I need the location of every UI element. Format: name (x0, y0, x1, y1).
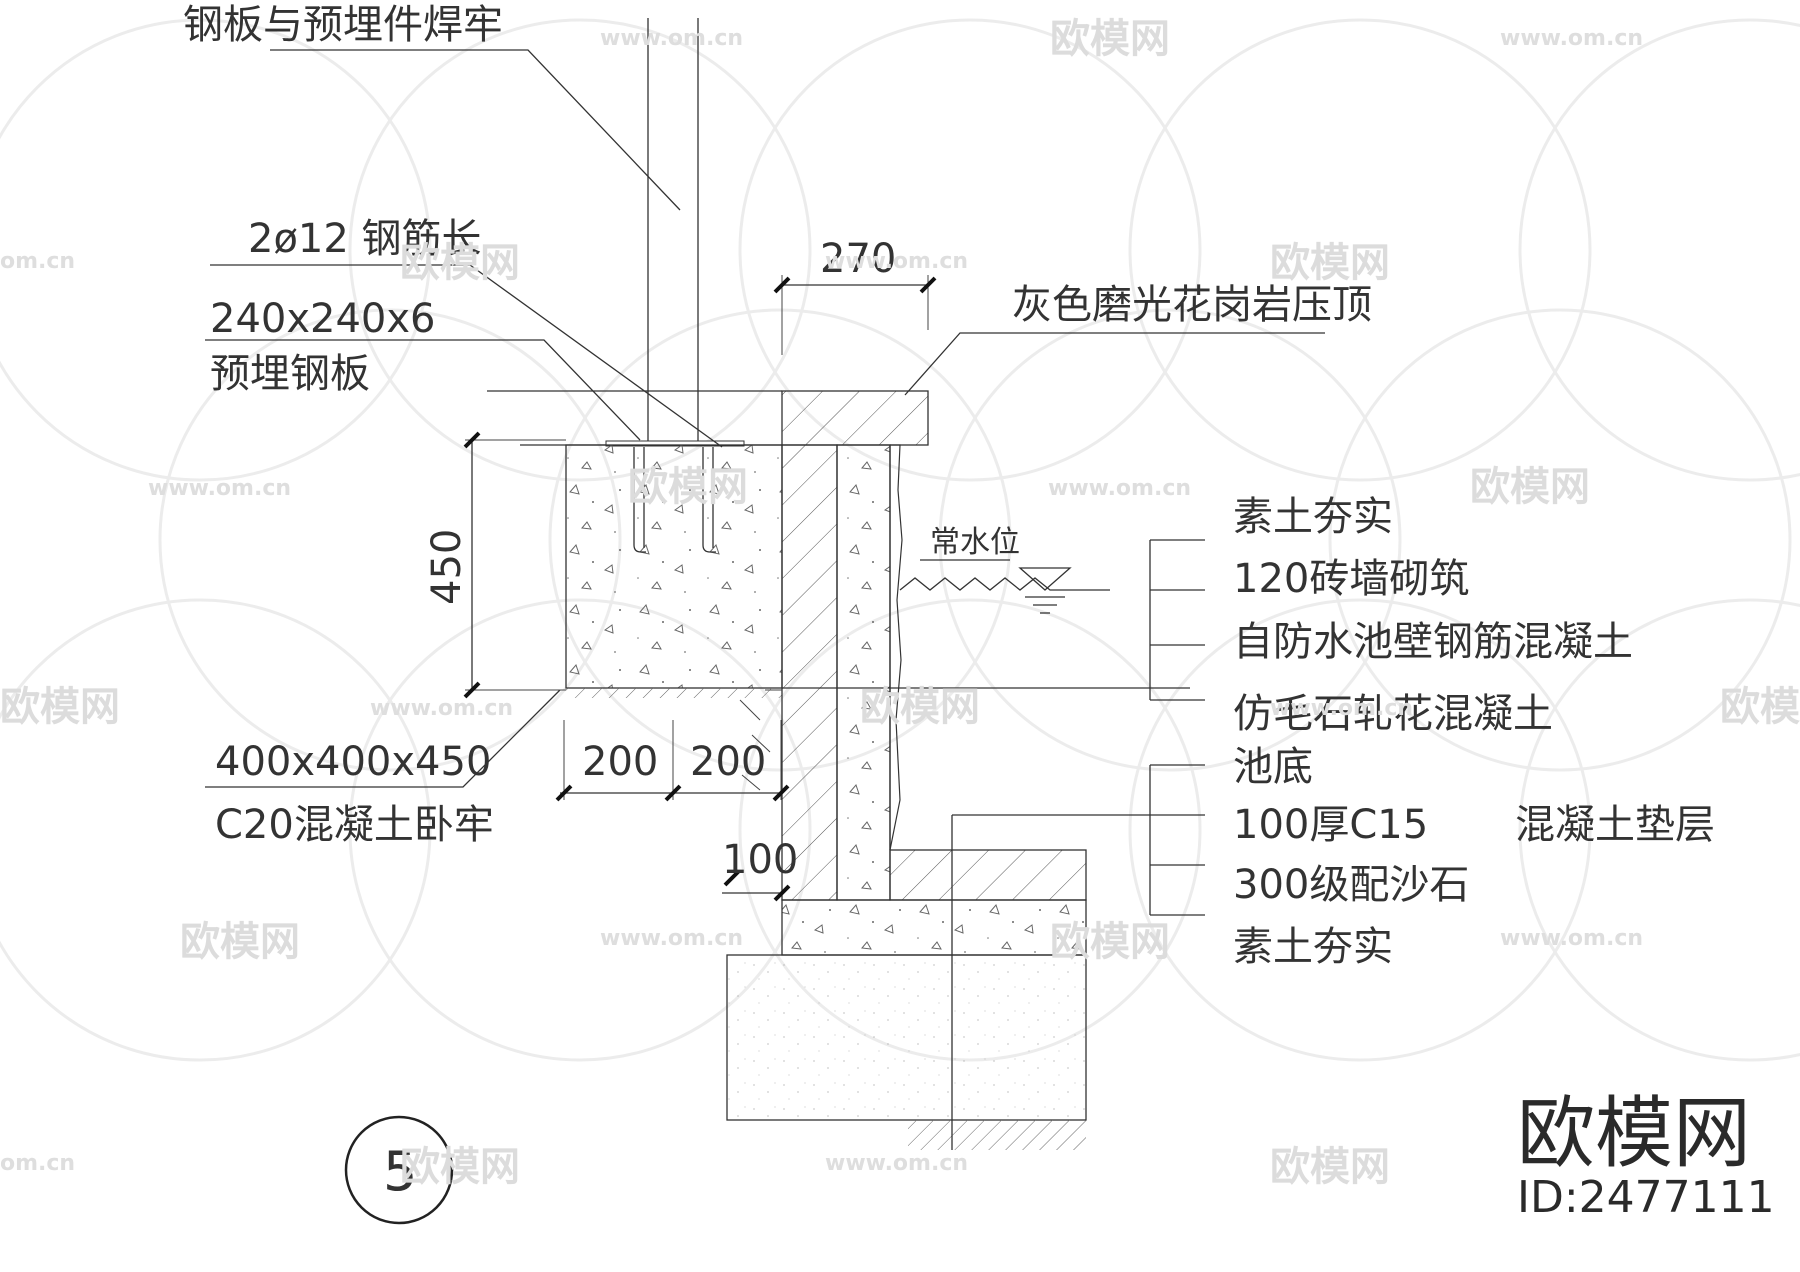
detail-number: 5 (383, 1140, 417, 1203)
dimension-lines (463, 275, 937, 902)
watermark-brand: 欧模网 (0, 684, 120, 730)
labels: 钢板与预埋件焊牢 2ø12 钢筋长 240x240x6 预埋钢板 灰色磨光花岗岩… (183, 2, 1715, 1203)
label-pool-bottom: 池底 (1233, 744, 1313, 790)
watermark-url: www.om.cn (600, 26, 743, 51)
c15-cushion (781, 899, 1087, 956)
watermark-brand: 欧模网 (1050, 16, 1170, 62)
rc-wall (836, 444, 891, 901)
label-wall-layer-4: 仿毛石轧花混凝土 (1233, 691, 1553, 737)
label-soil: 素土夯实 (1233, 924, 1393, 970)
dim-270: 270 (820, 236, 896, 282)
dim-200-left: 200 (582, 739, 658, 785)
watermark-texts: 欧模网 欧模网 欧模网 欧模网 欧模网 欧模网 欧模网 欧模网 欧模网 欧模网 … (0, 16, 1800, 1190)
watermark-url: www.om.cn (370, 696, 513, 721)
watermark-brand: 欧模网 (1270, 240, 1390, 286)
dim-100: 100 (722, 837, 798, 883)
dim-450: 450 (424, 529, 470, 605)
watermark-brand: 欧模网 (1270, 1144, 1390, 1190)
brand-corner: 欧模网 ID:2477111 (1517, 1089, 1775, 1223)
graded-gravel (726, 954, 1087, 1121)
watermark-url: www.om.cn (1500, 26, 1643, 51)
detail-circle (344, 1115, 454, 1225)
watermark-brand: 欧模网 (628, 464, 748, 510)
label-cushion-suffix: 混凝土垫层 (1515, 802, 1715, 848)
label-granite-coping: 灰色磨光花岗岩压顶 (1012, 282, 1372, 328)
rebar-hook-right (702, 447, 716, 553)
label-wall-layer-3: 自防水池壁钢筋混凝土 (1233, 619, 1633, 665)
brick-wall (781, 444, 838, 901)
label-plate-size: 240x240x6 (210, 296, 436, 342)
label-wall-layer-1: 素土夯实 (1233, 494, 1393, 540)
label-footing-name: C20混凝土卧牢 (215, 802, 494, 848)
watermark-brand: 欧模网 (180, 919, 300, 965)
label-plate-name: 预埋钢板 (210, 351, 370, 397)
label-wall-layer-2: 120砖墙砌筑 (1233, 556, 1469, 602)
watermark-url: www.om.cn (825, 249, 968, 274)
label-footing-size: 400x400x450 (215, 739, 491, 785)
label-cushion: 100厚C15 (1233, 802, 1428, 848)
rough-finish (889, 444, 903, 851)
structure (205, 18, 1325, 1225)
granite-coping (781, 390, 929, 446)
soil-hatch (908, 1120, 1086, 1150)
watermark-brand: 欧模网 (1470, 464, 1590, 510)
label-plate-weld: 钢板与预埋件焊牢 (183, 2, 503, 48)
pool-base-slab (889, 849, 1087, 901)
watermark-url-fragment: om.cn (0, 1151, 75, 1176)
watermark-brand: 欧模网 (1720, 684, 1800, 730)
watermark-url: www.om.cn (600, 926, 743, 951)
water-level-symbol (899, 559, 1110, 614)
label-gravel: 300级配沙石 (1233, 862, 1469, 908)
rebar-hook-left (633, 447, 646, 553)
dim-200-right: 200 (690, 739, 766, 785)
watermark-brand-marks: 欧模网 欧模网 欧模网 欧模网 欧模网 欧模网 欧模网 欧模网 欧模网 欧模网 … (0, 16, 1800, 1190)
label-water-level: 常水位 (930, 525, 1020, 560)
outer-soil-marks (739, 689, 782, 791)
watermark-url: www.om.cn (1500, 926, 1643, 951)
brand-logo-text: 欧模网 (1517, 1089, 1751, 1179)
watermark-url: www.om.cn (148, 476, 291, 501)
watermark-brand: 欧模网 (1050, 919, 1170, 965)
watermark-url: www.om.cn (1048, 476, 1191, 501)
watermark-urls: www.om.cn www.om.cn www.om.cn www.om.cn … (0, 26, 1643, 1176)
label-rebar: 2ø12 钢筋长 (248, 216, 482, 262)
watermark-url: www.om.cn (825, 1151, 968, 1176)
concrete-footing (565, 444, 783, 689)
watermark-brand: 欧模网 (860, 684, 980, 730)
watermark-url: www.om.cn (1270, 696, 1413, 721)
watermark-brand: 欧模网 (400, 240, 520, 286)
watermark-brand: 欧模网 (400, 1144, 520, 1190)
leader-lines (205, 49, 1325, 916)
footing-ground-hatch (566, 688, 782, 698)
brand-id-text: ID:2477111 (1517, 1172, 1775, 1223)
watermark-url-fragment: om.cn (0, 249, 75, 274)
